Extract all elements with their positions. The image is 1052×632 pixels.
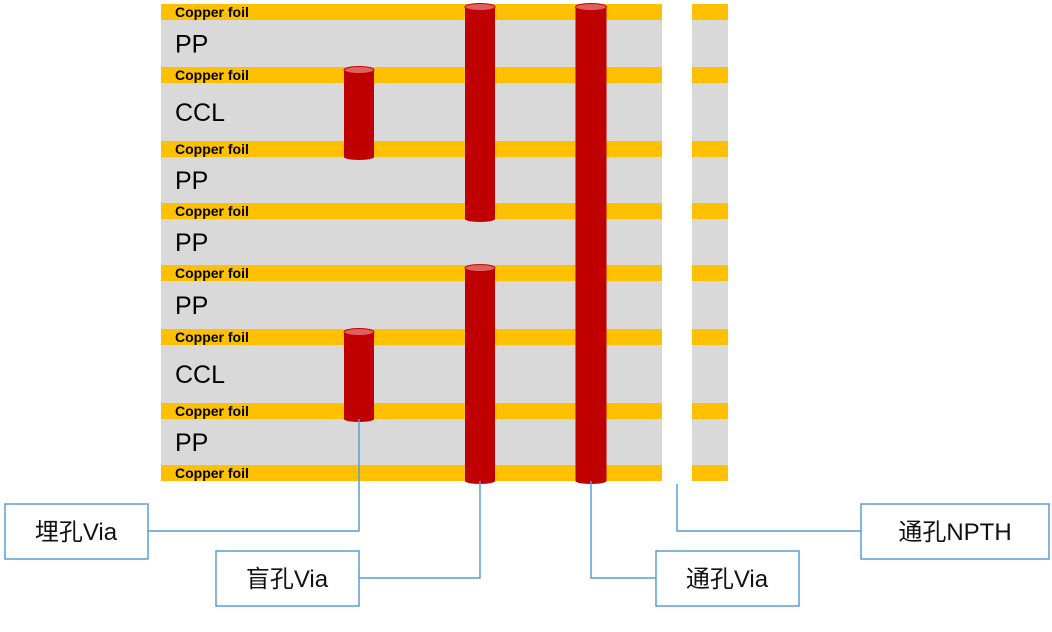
layer-label: PP [175, 292, 208, 320]
callout-buried-via: 埋孔Via [4, 503, 149, 560]
layer-label: CCL [175, 99, 225, 127]
via-barrel [465, 7, 495, 219]
layer-label: CCL [175, 361, 225, 389]
layer-label: PP [175, 229, 208, 257]
layer-label: Copper foil [175, 465, 249, 481]
leader-through [590, 481, 656, 579]
layer-label: PP [175, 429, 208, 457]
callout-npth-label: 通孔NPTH [898, 519, 1011, 546]
via-top-cap [464, 264, 496, 272]
core-layer [161, 83, 728, 141]
layer-label: Copper foil [175, 4, 249, 20]
via-barrel [344, 70, 374, 157]
layer-label: Copper foil [175, 403, 249, 419]
via-barrel [344, 332, 374, 419]
core-layer [161, 419, 728, 465]
layer-label: PP [175, 31, 208, 59]
blind-via-lower [464, 264, 496, 484]
npth-hole [662, 0, 692, 484]
via-top-cap [343, 328, 375, 336]
core-layer [161, 345, 728, 403]
via-top-cap [464, 3, 496, 11]
via-barrel [465, 268, 495, 481]
layer-label: PP [175, 167, 208, 195]
core-layer [161, 219, 728, 265]
buried-via-lower [343, 328, 375, 422]
callout-blind-via: 盲孔Via [215, 550, 360, 607]
leader-npth [676, 484, 861, 532]
callout-lines [148, 419, 861, 579]
layer-label: Copper foil [175, 203, 249, 219]
callout-npth: 通孔NPTH [860, 503, 1050, 560]
layer-label: Copper foil [175, 265, 249, 281]
callout-buried-via-label: 埋孔Via [35, 519, 118, 546]
via-top-cap [575, 3, 607, 11]
leader-buried [148, 419, 360, 532]
via-bottom [465, 216, 495, 222]
through-via [575, 3, 607, 484]
via-top-cap [343, 66, 375, 74]
via-group [343, 3, 607, 484]
blind-via-upper [464, 3, 496, 222]
leader-blind [359, 481, 481, 579]
buried-via-upper [343, 66, 375, 160]
layer-label: Copper foil [175, 141, 249, 157]
callout-through-via-label: 通孔Via [686, 566, 769, 593]
callout-through-via: 通孔Via [655, 550, 800, 607]
via-barrel [575, 7, 607, 481]
callout-blind-via-label: 盲孔Via [246, 566, 329, 593]
via-bottom [344, 154, 374, 160]
core-layer [161, 20, 728, 67]
layer-label: Copper foil [175, 67, 249, 83]
layer-label: Copper foil [175, 329, 249, 345]
core-layer [161, 157, 728, 203]
core-layer [161, 281, 728, 329]
